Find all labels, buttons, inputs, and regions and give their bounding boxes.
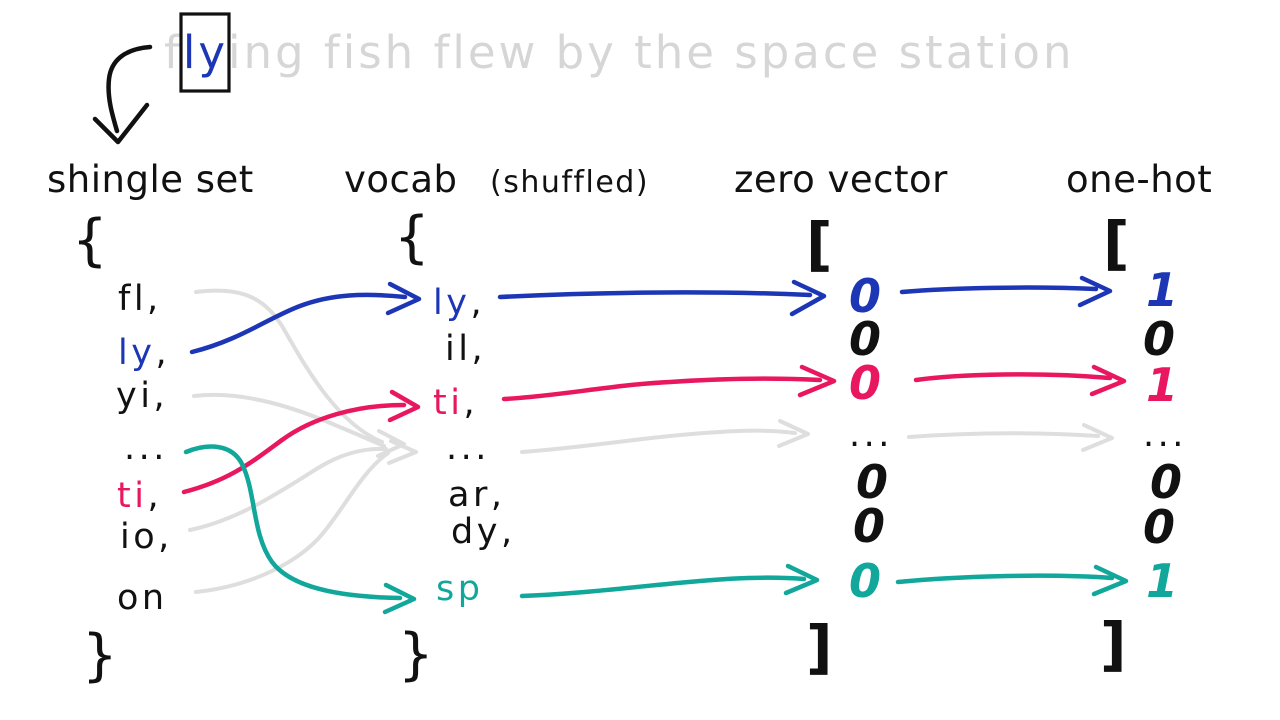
arrows-shingle-to-vocab-gray xyxy=(188,288,418,594)
column-zero-vector: [ 0 0 0 ... 0 0 0 ] xyxy=(806,210,893,681)
one-hot-entry: ... xyxy=(1143,415,1187,455)
vocab-open-brace: { xyxy=(394,205,430,270)
shingle-item: ly, xyxy=(118,333,170,373)
sentence-suffix: ing fish flew by the space station xyxy=(228,26,1074,79)
zero-vector-entry: 0 xyxy=(856,455,888,509)
one-hot-close-bracket: ] xyxy=(1100,610,1127,678)
shingle-set-open-brace: { xyxy=(72,208,108,273)
header-vocab: vocab xyxy=(344,158,458,201)
vocab-item: sp xyxy=(436,569,483,609)
arrows-vocab-to-zero-vector xyxy=(497,279,837,599)
header-zero-vector: zero vector xyxy=(734,158,948,201)
vocab-close-brace: } xyxy=(398,622,434,687)
sentence-prefix: f xyxy=(164,26,183,79)
shingle-highlight-box xyxy=(179,12,231,93)
column-shingle-set: { fl, ly, yi, ... ti, io, on } xyxy=(72,208,173,688)
header-shingle-set: shingle set xyxy=(47,158,254,201)
shingle-item: yi, xyxy=(116,376,168,416)
vocab-item: dy, xyxy=(451,512,516,552)
sentence-highlight: ly xyxy=(183,26,228,79)
zero-vector-entry: 0 xyxy=(853,499,885,553)
arrow-ellipsis-shingle-to-vocab-sp xyxy=(183,444,417,615)
shingle-set-close-brace: } xyxy=(82,623,118,688)
arrow-ti-shingle-to-vocab xyxy=(181,389,421,495)
one-hot-entry: 1 xyxy=(1146,554,1178,608)
zero-vector-entry: ... xyxy=(849,415,893,455)
shingle-item: ... xyxy=(124,428,168,468)
shingle-item: ti, xyxy=(117,476,162,516)
vocab-item: il, xyxy=(445,329,486,369)
one-hot-entry: 1 xyxy=(1146,358,1178,412)
one-hot-open-bracket: [ xyxy=(1103,209,1130,277)
sentence-text: flying fish flew by the space station xyxy=(164,26,1074,79)
one-hot-entry: 1 xyxy=(1146,263,1178,317)
shingle-item: io, xyxy=(120,517,173,557)
column-vocab: { ly, il, ti, ... ar, dy, sp } xyxy=(394,205,516,687)
column-one-hot: [ 1 0 1 ... 0 0 1 ] xyxy=(1100,209,1187,678)
vocab-item: ar, xyxy=(448,475,505,515)
arrows-zero-vector-to-one-hot xyxy=(895,275,1129,597)
shingle-item: fl, xyxy=(118,279,162,319)
arrow-sentence-to-shingle-set xyxy=(92,44,153,145)
vocab-item: ti, xyxy=(433,383,478,423)
one-hot-entry: 0 xyxy=(1150,455,1182,509)
zero-vector-entry: 0 xyxy=(849,554,881,608)
zero-vector-close-bracket: ] xyxy=(806,613,833,681)
zero-vector-entry: 0 xyxy=(849,269,881,323)
arrow-ly-shingle-to-vocab xyxy=(189,281,422,355)
header-one-hot: one-hot xyxy=(1066,158,1212,201)
shingle-item: on xyxy=(117,578,168,618)
vocab-item: ... xyxy=(446,428,490,468)
header-vocab-subtitle: (shuffled) xyxy=(490,165,649,200)
zero-vector-entry: 0 xyxy=(849,356,881,410)
one-hot-entry: 0 xyxy=(1143,312,1175,366)
zero-vector-entry: 0 xyxy=(849,312,881,366)
zero-vector-open-bracket: [ xyxy=(806,210,833,278)
vocab-item: ly, xyxy=(433,283,485,323)
one-hot-entry: 0 xyxy=(1143,500,1175,554)
